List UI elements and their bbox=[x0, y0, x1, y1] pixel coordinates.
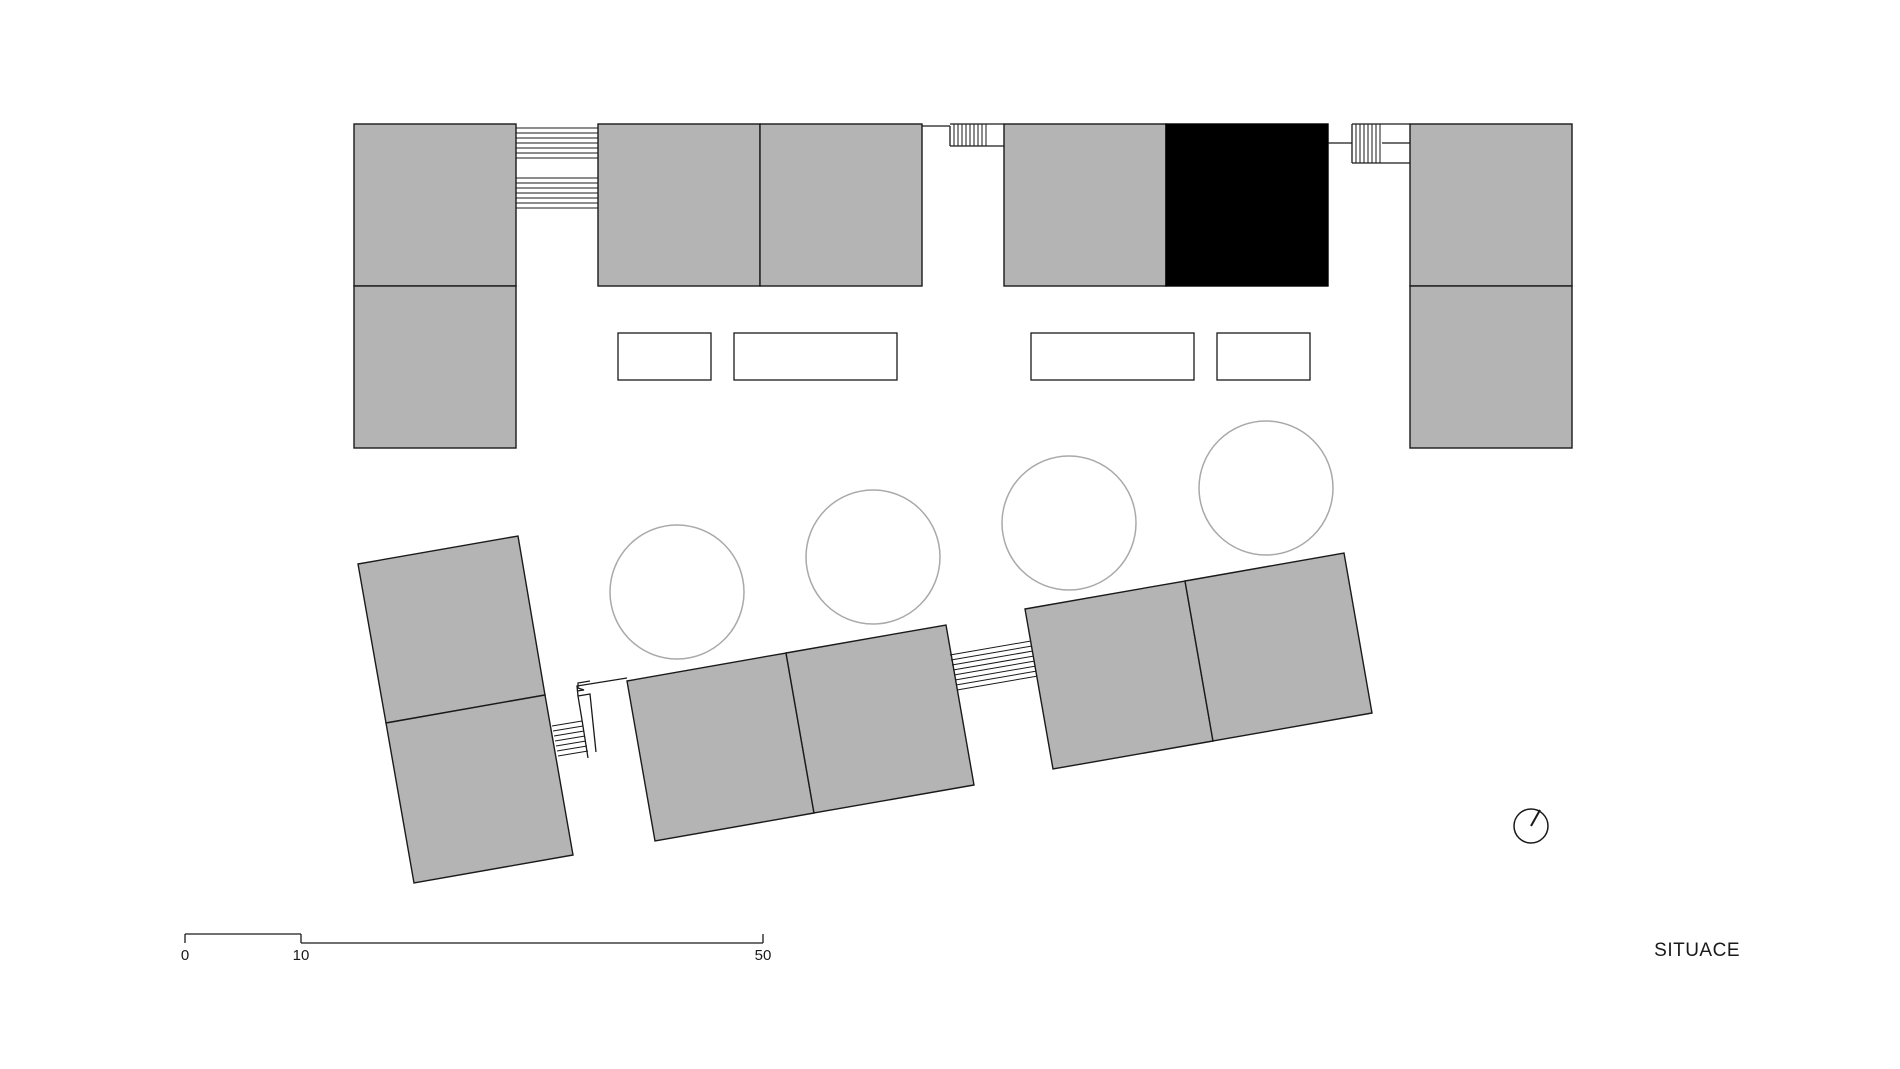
planter-3 bbox=[1030, 332, 1195, 381]
footbridge-bottom bbox=[949, 640, 1039, 691]
north-arrow-icon bbox=[1513, 808, 1549, 844]
building-bottom-center-2 bbox=[785, 624, 975, 814]
tree-2 bbox=[805, 489, 941, 625]
building-top-center-left-2 bbox=[759, 123, 923, 287]
building-top-center-left-1 bbox=[597, 123, 761, 287]
scale-bar: 0 10 50 bbox=[181, 933, 772, 964]
tree-4 bbox=[1198, 420, 1334, 556]
top-row-buildings bbox=[353, 123, 1573, 449]
drawing-title: SITUACE bbox=[1654, 940, 1740, 961]
courtyard-outlines bbox=[617, 332, 1311, 381]
stair-top-right bbox=[1328, 123, 1410, 164]
building-bottom-center-1 bbox=[626, 652, 815, 842]
planter-2 bbox=[733, 332, 898, 381]
tree-1 bbox=[609, 524, 745, 660]
building-top-right-upper bbox=[1409, 123, 1573, 287]
footbridge-top-left-2 bbox=[516, 177, 598, 209]
planter-1 bbox=[617, 332, 712, 381]
scale-label-50: 50 bbox=[755, 947, 772, 964]
stair-bottom-left bbox=[551, 677, 628, 759]
building-bottom-left-lower bbox=[385, 694, 574, 884]
scale-label-0: 0 bbox=[181, 947, 189, 964]
scale-label-10: 10 bbox=[293, 947, 310, 964]
footbridge-top-left-1 bbox=[516, 127, 598, 159]
building-bottom-right-2 bbox=[1184, 552, 1373, 742]
building-top-left-lower bbox=[353, 285, 517, 449]
building-bottom-left-upper bbox=[357, 535, 546, 724]
building-top-left-upper bbox=[353, 123, 517, 287]
building-bottom-right-1 bbox=[1024, 580, 1214, 770]
building-top-center-right-1 bbox=[1003, 123, 1167, 287]
tree-3 bbox=[1001, 455, 1137, 591]
building-top-right-lower bbox=[1409, 285, 1573, 449]
building-highlighted bbox=[1165, 123, 1329, 287]
planter-4 bbox=[1216, 332, 1311, 381]
trees bbox=[609, 420, 1334, 660]
stair-top-center bbox=[922, 123, 1004, 147]
bottom-row-buildings bbox=[357, 535, 1373, 884]
